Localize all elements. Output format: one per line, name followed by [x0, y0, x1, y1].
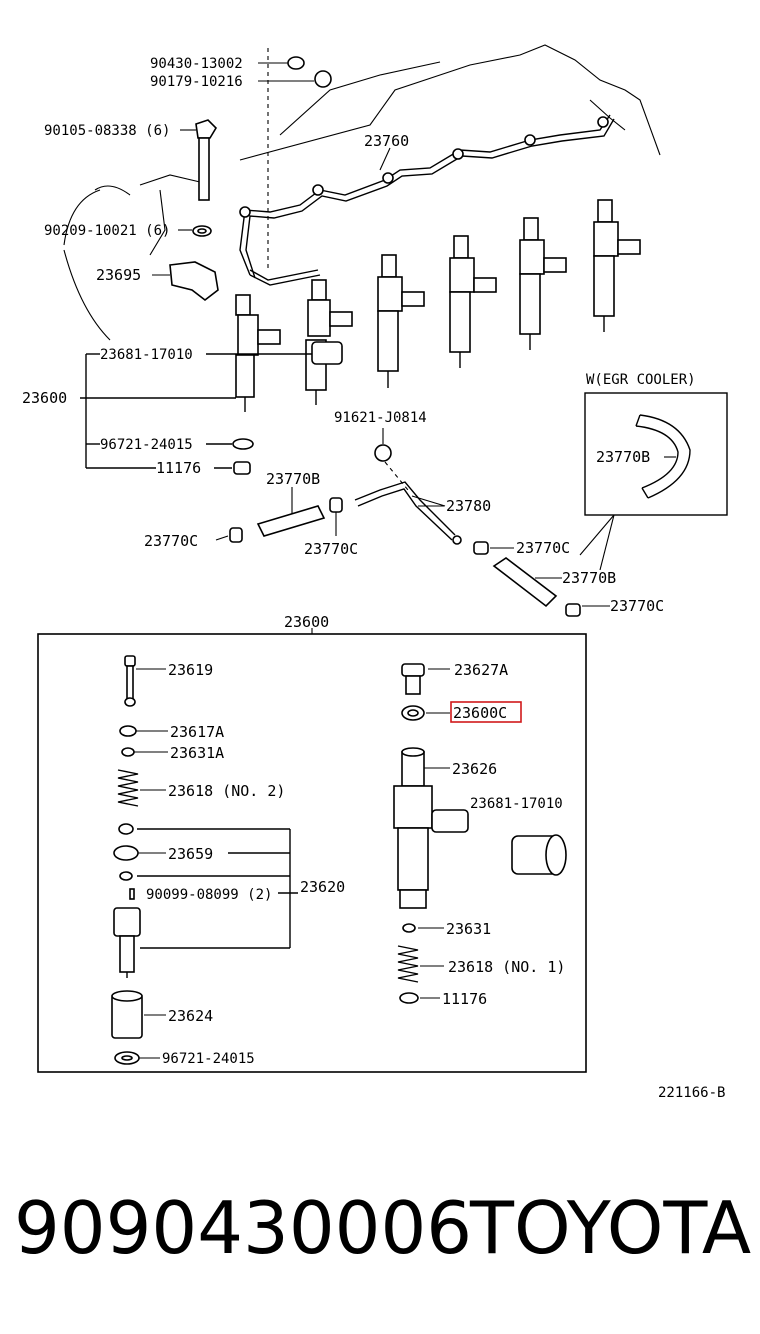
bracket-23600-top	[63, 189, 312, 469]
spring-23618-no1	[397, 945, 419, 983]
egr-cooler-box	[579, 392, 728, 571]
injector-5	[519, 217, 567, 350]
seal-11176-top	[233, 461, 251, 475]
clip-23770c-d	[565, 603, 581, 617]
highlight-23600c	[450, 701, 522, 723]
injector-1	[235, 294, 281, 412]
label-23600-box: 23600	[284, 613, 329, 631]
seal-11176-bottom	[399, 992, 419, 1004]
injector-6	[593, 199, 641, 332]
hose-23770b-left	[256, 505, 326, 537]
label-23760: 23760	[364, 132, 409, 150]
label-23626: 23626	[452, 760, 497, 778]
label-23624: 23624	[168, 1007, 213, 1025]
nozzle-23620	[113, 907, 141, 978]
label-23631: 23631	[446, 920, 491, 938]
label-23659: 23659	[168, 845, 213, 863]
seat-23659a	[118, 823, 134, 835]
pipe-23780	[354, 481, 456, 536]
label-diagram-ref: 221166-B	[658, 1085, 725, 1101]
shim-23631a	[121, 747, 135, 757]
nut-90179	[314, 70, 332, 88]
bolt-90105	[192, 119, 218, 237]
injector-3	[377, 254, 425, 388]
label-90209: 90209-10021 (6)	[44, 223, 170, 239]
body-23626	[393, 747, 469, 909]
label-23770b-egr: 23770B	[596, 448, 650, 466]
pin-90099	[129, 888, 135, 900]
label-91621: 91621-J0814	[334, 410, 427, 426]
injector-4	[449, 235, 497, 368]
label-96721-top: 96721-24015	[100, 437, 193, 453]
bracket-23620	[137, 828, 298, 949]
label-23600c[interactable]: 23600C	[453, 704, 507, 722]
shim-23631	[402, 923, 416, 933]
label-23681-bottom: 23681-17010	[470, 796, 563, 812]
label-23770c-c: 23770C	[516, 539, 570, 557]
label-23770c-a: 23770C	[144, 532, 198, 550]
clip-23770c-c	[473, 541, 489, 555]
fuel-return-pipe	[239, 114, 615, 286]
label-96721-bottom: 96721-24015	[162, 1051, 255, 1067]
clip-23770c-b	[329, 497, 343, 513]
label-23770c-d: 23770C	[610, 597, 664, 615]
label-23631a: 23631A	[170, 744, 224, 762]
engine-outline	[94, 44, 661, 256]
gasket-96721-top	[232, 438, 254, 450]
label-23620: 23620	[300, 878, 345, 896]
hose-23770b-right	[492, 557, 558, 608]
label-11176-top: 11176	[156, 459, 201, 477]
bolt-91621	[374, 444, 392, 462]
label-23618-no2: 23618 (NO. 2)	[168, 782, 285, 800]
label-egr-cooler: W(EGR COOLER)	[586, 372, 696, 388]
label-23770b-right: 23770B	[562, 569, 616, 587]
label-23780: 23780	[446, 497, 491, 515]
label-23695: 23695	[96, 266, 141, 284]
pin-23619	[124, 655, 136, 707]
spacer-23659	[113, 845, 139, 861]
label-90430: 90430-13002	[150, 56, 243, 72]
label-90099: 90099-08099 (2)	[146, 887, 272, 903]
label-23618-no1: 23618 (NO. 1)	[448, 958, 565, 976]
pin-small	[119, 871, 133, 881]
label-11176-bottom: 11176	[442, 990, 487, 1008]
bolt-23627a	[401, 663, 425, 695]
label-23619: 23619	[168, 661, 213, 679]
spring-23618-no2	[117, 769, 139, 807]
label-23617a: 23617A	[170, 723, 224, 741]
label-23681-top: 23681-17010	[100, 347, 193, 363]
washer-23617a	[119, 725, 137, 737]
clamp-23695	[169, 261, 219, 302]
brand-name: TOYOTA	[470, 1186, 752, 1270]
label-90105: 90105-08338 (6)	[44, 123, 170, 139]
gasket-90430	[287, 56, 305, 70]
connector-23681	[511, 834, 567, 876]
label-23770c-b: 23770C	[304, 540, 358, 558]
label-23600-top: 23600	[22, 389, 67, 407]
label-90179: 90179-10216	[150, 74, 243, 90]
part-number: 9090430006	[14, 1186, 473, 1270]
label-23627a: 23627A	[454, 661, 508, 679]
injector-2	[305, 279, 353, 405]
nut-23624	[111, 990, 143, 1039]
label-23770b-left: 23770B	[266, 470, 320, 488]
clip-23770c-a	[229, 527, 243, 543]
